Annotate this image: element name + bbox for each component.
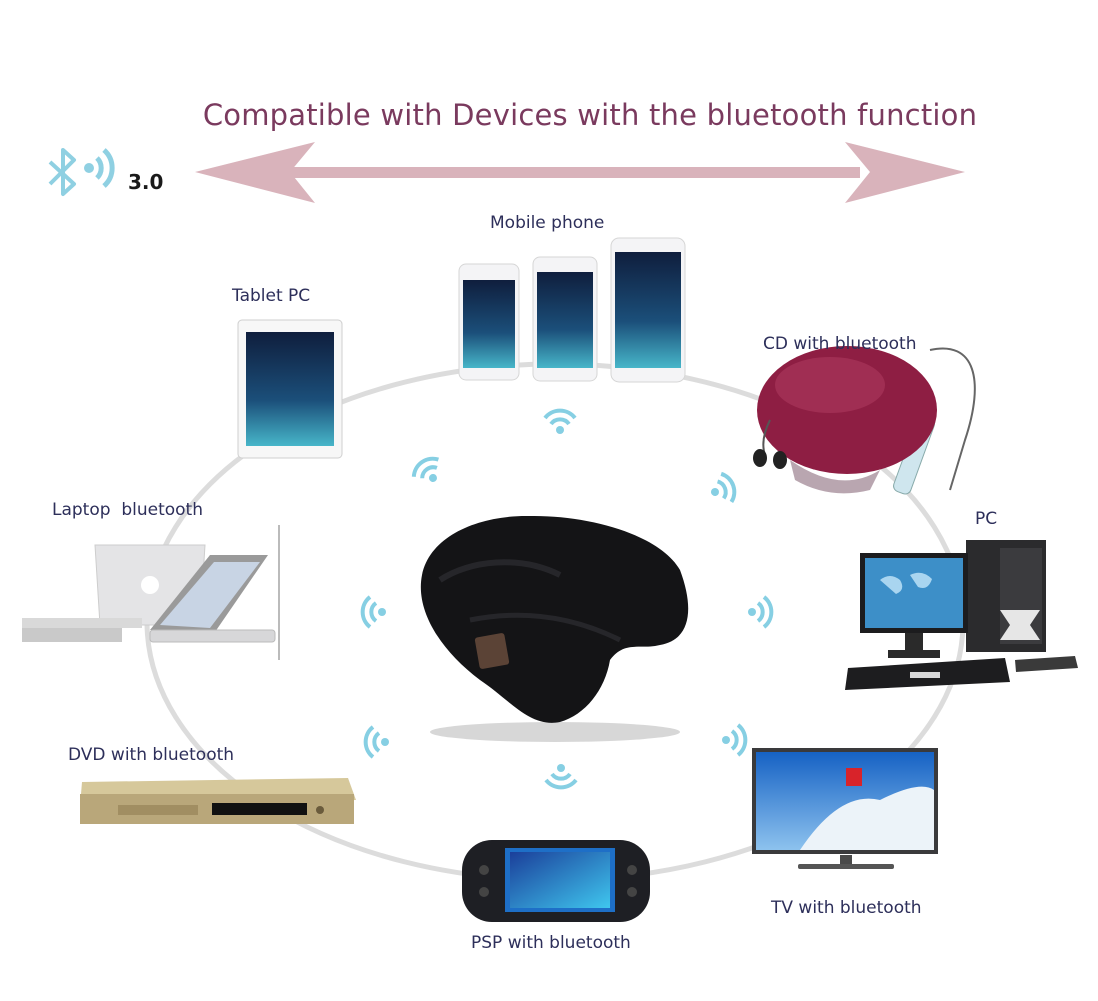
signal-icon-lower-left [363, 725, 389, 759]
signal-icon-lower-right [722, 723, 748, 757]
signal-icon-bottom [544, 764, 578, 790]
tablet-image [237, 319, 343, 459]
signal-waves-icon [84, 148, 115, 188]
hat-shadow [430, 722, 680, 742]
beanie-hat-image [420, 515, 689, 723]
mobile-phone-image [458, 237, 686, 383]
label-tv: TV with bluetooth [771, 898, 922, 918]
signal-icon-upper-right [711, 471, 737, 504]
dvd-player-image [80, 778, 356, 824]
signal-icon-right [748, 595, 774, 629]
label-dvd: DVD with bluetooth [68, 745, 235, 765]
label-psp: PSP with bluetooth [471, 933, 631, 953]
signal-icon-upper-left [411, 456, 439, 482]
signal-icon-top [543, 408, 577, 434]
cd-player-image [753, 346, 976, 495]
signal-icons [360, 408, 774, 790]
label-pc: PC [975, 509, 998, 529]
double-arrow-icon [195, 142, 965, 203]
label-tablet-pc: Tablet PC [232, 286, 311, 306]
bluetooth-icon [48, 148, 76, 196]
laptop-image [22, 525, 280, 660]
signal-icon-left [360, 595, 386, 629]
bluetooth-patch [474, 633, 510, 669]
psp-image [462, 840, 650, 922]
bluetooth-version: 3.0 [128, 170, 164, 194]
pc-image [845, 540, 1078, 690]
label-mobile-phone: Mobile phone [490, 213, 605, 233]
tv-image [752, 748, 938, 869]
label-cd: CD with bluetooth [763, 334, 917, 354]
label-laptop: Laptop bluetooth [52, 500, 203, 520]
page-title: Compatible with Devices with the bluetoo… [202, 98, 978, 132]
